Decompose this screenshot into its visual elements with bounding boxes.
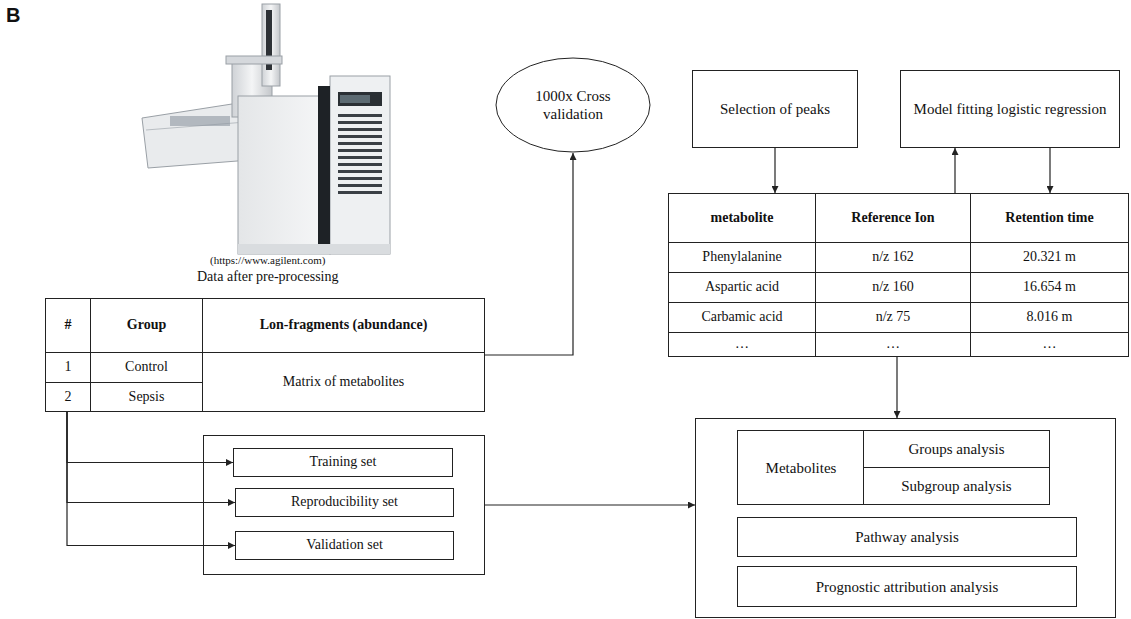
flow-arrow: [485, 153, 573, 355]
split-box: Metabolites Groups analysisSubgroup analy…: [737, 430, 1050, 505]
node-text: Metabolites: [766, 459, 837, 477]
table-cell: Phenylalanine: [668, 242, 816, 273]
table-cell: …: [815, 332, 971, 357]
node-text: Matrix of metabolites: [283, 374, 404, 391]
flow-arrow: [954, 148, 955, 193]
node-text: 1: [65, 359, 72, 376]
node-text: 1000x Cross validation: [533, 87, 613, 123]
table-cell: 8.016 m: [970, 302, 1129, 333]
table-cell: Matrix of metabolites: [202, 352, 485, 412]
node-text: n/z 162: [872, 249, 914, 266]
figure-caption-text: Data after pre-processing: [197, 269, 338, 285]
table-cell: 1: [45, 352, 91, 383]
node-text: n/z 75: [876, 309, 911, 326]
node-text: 16.654 m: [1023, 279, 1076, 296]
table-cell: n/z 162: [815, 242, 971, 273]
node-text: Phenylalanine: [702, 249, 781, 266]
data-table: # Group Lon-fragments (abundance) 1 ControlM…: [45, 298, 485, 412]
flow-arrow: [67, 412, 235, 503]
table-cell: n/z 75: [815, 302, 971, 333]
node-text: Validation set: [306, 537, 383, 554]
process-box: Pathway analysis: [737, 517, 1077, 557]
flow-arrow: [67, 412, 235, 546]
table-cell: Carbamic acid: [668, 302, 816, 333]
table-cell: n/z 160: [815, 272, 971, 303]
node-text: Reproducibility set: [291, 494, 398, 511]
flow-arrow: [67, 412, 233, 463]
node-text: Prognostic attribution analysis: [816, 578, 998, 596]
flow-arrow: [485, 504, 695, 505]
table-cell: Aspartic acid: [668, 272, 816, 303]
process-box: Reproducibility set: [235, 488, 454, 517]
process-box: Subgroup analysis: [863, 467, 1050, 505]
node-text: Pathway analysis: [855, 528, 959, 546]
table-cell: metabolite: [668, 193, 816, 243]
node-text: Subgroup analysis: [901, 477, 1011, 495]
table-cell: Lon-fragments (abundance): [202, 298, 485, 353]
process-box: Selection of peaks: [692, 70, 858, 148]
node-text: Selection of peaks: [720, 100, 830, 118]
node-text: 20.321 m: [1023, 249, 1076, 266]
node-text: n/z 160: [872, 279, 914, 296]
table-cell: Retention time: [970, 193, 1129, 243]
process-box: Training set: [233, 448, 453, 477]
node-text: Group: [127, 317, 166, 334]
split-box-label-area: Metabolites: [738, 431, 864, 504]
node-text: Training set: [310, 454, 377, 471]
process-box: Model fitting logistic regression: [900, 70, 1120, 148]
group-frame: Metabolites Groups analysisSubgroup analy…: [695, 418, 1116, 618]
node-text: Sepsis: [129, 389, 165, 406]
node-text: Lon-fragments (abundance): [260, 317, 428, 334]
node-text: #: [65, 317, 72, 334]
node-text: …: [735, 336, 749, 353]
ellipse-node: 1000x Cross validation: [495, 57, 651, 153]
node-text: Retention time: [1005, 210, 1093, 227]
table-cell: …: [668, 332, 816, 357]
node-text: Groups analysis: [908, 440, 1004, 458]
node-text: 8.016 m: [1027, 309, 1073, 326]
table-cell: 2: [45, 382, 91, 412]
group-frame: Training setReproducibility setValidatio…: [203, 435, 485, 575]
node-text: …: [1043, 336, 1057, 353]
process-box: Prognostic attribution analysis: [737, 566, 1077, 607]
node-text: Reference Ion: [851, 210, 934, 227]
ellipse-outline: [495, 57, 651, 153]
table-cell: 20.321 m: [970, 242, 1129, 273]
table-cell: 16.654 m: [970, 272, 1129, 303]
table-cell: …: [970, 332, 1129, 357]
figure-caption-text: (https://www.agilent.com): [210, 254, 325, 266]
flow-arrow: [896, 357, 897, 418]
node-text: metabolite: [711, 210, 774, 227]
flow-arrow: [1049, 148, 1050, 193]
table-cell: Reference Ion: [815, 193, 971, 243]
node-text: Control: [125, 359, 168, 376]
node-text: Carbamic acid: [701, 309, 782, 326]
node-text: Model fitting logistic regression: [914, 100, 1107, 118]
flow-arrow: [774, 148, 775, 193]
node-text: …: [886, 336, 900, 353]
data-table: metabolite Reference Ion Retention timePhe…: [668, 193, 1129, 357]
panel-letter: B: [6, 4, 20, 27]
table-cell: Group: [90, 298, 203, 353]
node-text: Aspartic acid: [705, 279, 779, 296]
process-box: Validation set: [235, 531, 454, 560]
table-cell: #: [45, 298, 91, 353]
process-box: Groups analysis: [863, 430, 1050, 468]
table-cell: Sepsis: [90, 382, 203, 412]
node-text: 2: [65, 389, 72, 406]
table-cell: Control: [90, 352, 203, 383]
